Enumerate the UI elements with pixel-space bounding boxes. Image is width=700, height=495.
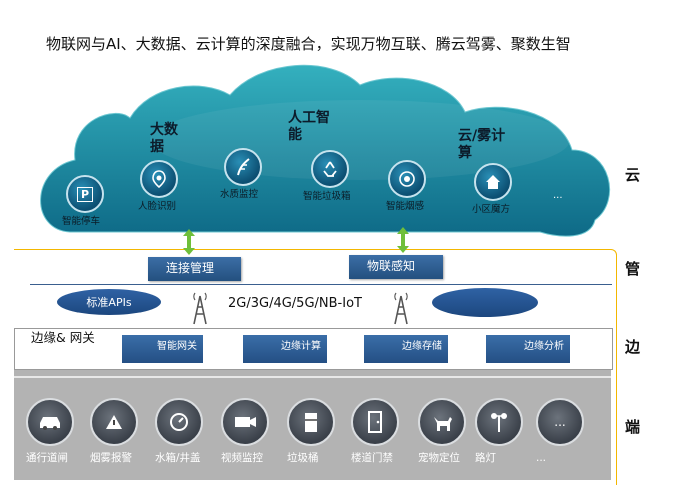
parking-icon: P	[66, 175, 104, 213]
smoke-alarm-icon	[90, 398, 138, 446]
side-label-end: 端	[625, 418, 641, 436]
app-label: 智能停车	[62, 216, 101, 227]
smoke-sensor-icon	[388, 160, 426, 198]
device-label: 烟雾报警	[90, 452, 132, 464]
more-dots: ...	[554, 415, 566, 429]
edge-storage-button[interactable]: 边缘存储	[364, 335, 448, 363]
network-types: 2G/3G/4G/5G/NB-IoT	[228, 296, 362, 311]
app-face-recognition[interactable]: 人脸识别	[138, 160, 186, 212]
device-label: 垃圾桶	[287, 452, 319, 464]
side-label-pipe: 管	[625, 260, 641, 278]
device-label: 水箱/井盖	[155, 452, 201, 464]
camera-icon	[221, 398, 269, 446]
frame-top-line	[14, 249, 609, 250]
app-smart-trashbin[interactable]: 智能垃圾箱	[303, 150, 351, 202]
car-icon	[26, 398, 74, 446]
device-band-line	[14, 376, 611, 378]
device-label: 路灯	[475, 452, 496, 464]
trash-bin-icon	[287, 398, 335, 446]
recycle-icon	[311, 150, 349, 188]
water-meter-icon	[155, 398, 203, 446]
frame-corner	[609, 249, 617, 256]
device-smoke-alarm[interactable]: 烟雾报警	[90, 398, 138, 478]
device-label: 视频监控	[221, 452, 263, 464]
water-quality-icon	[224, 148, 262, 186]
tower-icon	[193, 292, 207, 325]
app-label: 人脸识别	[138, 201, 177, 212]
device-label: 通行道闸	[26, 452, 68, 464]
network-oval[interactable]	[432, 288, 538, 317]
device-water-tank[interactable]: 水箱/井盖	[155, 398, 203, 478]
app-community-cube[interactable]: 小区魔方	[472, 163, 518, 215]
device-label: 宠物定位	[418, 452, 460, 464]
device-video[interactable]: 视频监控	[221, 398, 269, 478]
device-streetlamp[interactable]: 路灯	[475, 398, 523, 478]
edge-title: 边缘& 网关	[31, 330, 95, 345]
arrow-iot-icon	[397, 227, 409, 253]
home-icon	[474, 163, 512, 201]
pet-icon	[418, 398, 466, 446]
app-smart-parking[interactable]: P 智能停车	[62, 175, 134, 227]
app-label: 智能垃圾箱	[303, 191, 351, 202]
iot-sense-button[interactable]: 物联感知	[349, 255, 443, 279]
device-more[interactable]: ... ...	[536, 398, 584, 478]
api-oval[interactable]: 标准APIs	[57, 289, 161, 315]
more-icon: ...	[536, 398, 584, 446]
edge-gateway-button[interactable]: 智能网关	[122, 335, 203, 363]
cloud-more: ...	[553, 190, 563, 201]
device-door[interactable]: 楼道门禁	[351, 398, 399, 478]
device-label: 楼道门禁	[351, 452, 393, 464]
arrow-connect-icon	[183, 229, 195, 255]
edge-analysis-button[interactable]: 边缘分析	[486, 335, 570, 363]
side-label-edge: 边	[625, 338, 641, 356]
app-water-quality[interactable]: 水质监控	[220, 148, 266, 200]
cloud-title-ai: 人工智能	[288, 110, 330, 143]
device-label: ...	[536, 452, 547, 464]
face-recognition-icon	[140, 160, 178, 198]
pipe-line	[30, 284, 612, 285]
page-heading: 物联网与AI、大数据、云计算的深度融合，实现万物互联、腾云驾雾、聚数生智	[46, 35, 571, 53]
door-icon	[351, 398, 399, 446]
tower-icon	[394, 292, 408, 325]
device-gate[interactable]: 通行道闸	[26, 398, 74, 478]
frame-right-line	[616, 255, 617, 485]
street-lamp-icon	[475, 398, 523, 446]
app-smart-smoke[interactable]: 智能烟感	[386, 160, 428, 212]
side-label-cloud: 云	[625, 166, 641, 184]
app-label: 智能烟感	[386, 201, 425, 212]
connect-manage-button[interactable]: 连接管理	[148, 257, 241, 281]
app-label: 小区魔方	[472, 204, 511, 215]
app-label: 水质监控	[220, 189, 259, 200]
device-pet[interactable]: 宠物定位	[418, 398, 466, 478]
device-trash[interactable]: 垃圾桶	[287, 398, 335, 478]
edge-compute-button[interactable]: 边缘计算	[243, 335, 327, 363]
cloud-title-cloudfog: 云/雾计算	[458, 128, 506, 161]
cloud-title-bigdata: 大数据	[150, 122, 178, 155]
